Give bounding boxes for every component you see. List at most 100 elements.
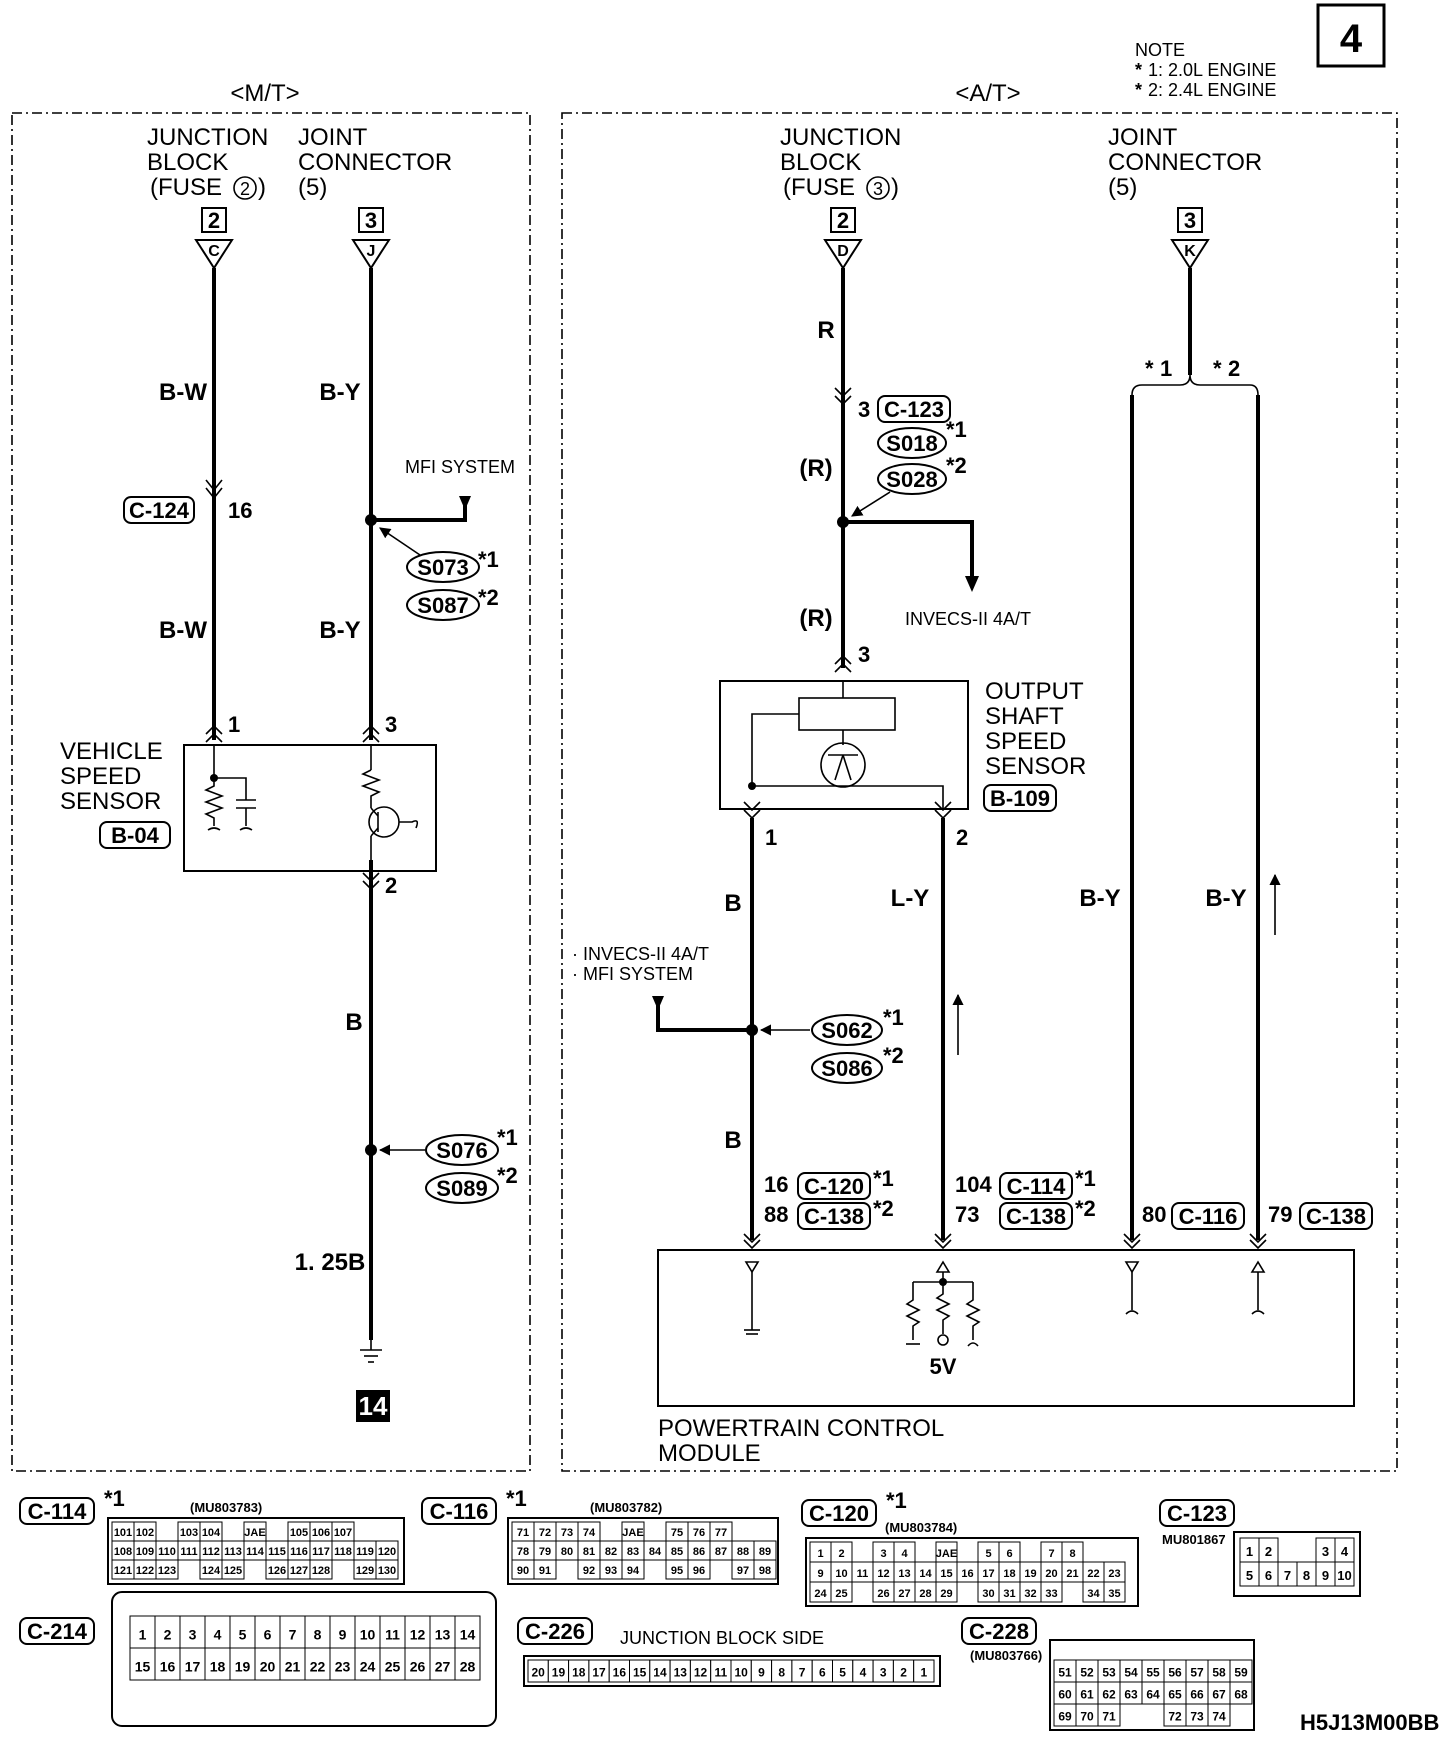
c228-pin: 67 (1212, 1687, 1226, 1701)
mt-wire-bw-label-1: B-W (159, 379, 207, 406)
c114-pin: 119 (356, 1546, 374, 1558)
c214-cell (279, 1647, 306, 1681)
c228-pin: 51 (1058, 1665, 1072, 1679)
at-oss-line3: SPEED (985, 728, 1066, 755)
mt-jc-line2: CONNECTOR (298, 149, 452, 176)
c226-pin: 8 (778, 1665, 785, 1679)
page-number-box (1316, 3, 1386, 68)
at-star-1-num: 1 (1160, 356, 1172, 381)
c214-pin: 3 (189, 1627, 197, 1643)
at-s018-pointer (851, 491, 891, 517)
section-mt-label: <M/T> (230, 80, 299, 107)
c116-pin: 87 (715, 1546, 727, 1558)
at-jb-line2: BLOCK (780, 149, 861, 176)
mt-ground-symbol (360, 1340, 382, 1363)
c116-star: *1 (506, 1486, 527, 1511)
at-c138c-label: C-138 (1306, 1204, 1366, 1229)
c116-pin: 71 (517, 1527, 529, 1539)
c214-pin: 21 (285, 1659, 301, 1675)
svg-text:2: 2 (208, 208, 220, 233)
mt-vss-internal-circuit (203, 745, 419, 871)
mt-b04-label: B-04 (111, 823, 159, 848)
mt-s073-oval (406, 551, 480, 583)
c214-cell (404, 1615, 431, 1649)
c214-pin: 24 (360, 1659, 376, 1675)
at-pcm-chev-3 (1123, 1233, 1141, 1250)
c120-pin: 12 (877, 1568, 889, 1580)
c116-pin: 91 (539, 1565, 551, 1577)
at-invecs-branch (843, 520, 974, 576)
c214-cell (129, 1647, 156, 1681)
mt-jb-line2: BLOCK (147, 149, 228, 176)
at-jc-line2: CONNECTOR (1108, 149, 1262, 176)
at-pcm-pin80: 80 (1142, 1202, 1166, 1227)
c120-pin: 3 (880, 1548, 886, 1560)
c228-label-box (961, 1617, 1037, 1645)
c114-pin: 101 (114, 1527, 132, 1539)
c214-pin: 10 (360, 1627, 376, 1643)
at-branch-arrow (652, 996, 664, 1010)
c228-cell (1097, 1703, 1121, 1727)
c116-pin: 74 (583, 1527, 596, 1539)
c123-pin: 3 (1322, 1544, 1329, 1559)
at-star-2: * (1213, 356, 1222, 381)
c228-pin: 63 (1124, 1687, 1138, 1701)
c114-label-box (19, 1497, 95, 1525)
at-wire-r-paren-1: (R) (799, 455, 832, 482)
c114-cell (375, 1559, 399, 1580)
at-s062-star: *1 (883, 1005, 904, 1030)
c226-pin: 5 (839, 1665, 846, 1679)
at-oss-pin3: 3 (858, 642, 870, 667)
at-pcm-pin16: 16 (764, 1172, 788, 1197)
at-s018-star: *1 (946, 417, 967, 442)
c120-pin: 6 (1006, 1548, 1012, 1560)
c120-pin: 17 (982, 1568, 994, 1580)
mt-vss-pin3: 3 (385, 712, 397, 737)
svg-text:3: 3 (1184, 208, 1196, 233)
c120-pin: 22 (1087, 1568, 1099, 1580)
mt-ground-box (356, 1390, 390, 1422)
at-c123-label: C-123 (884, 397, 944, 422)
c123-cell (1334, 1561, 1355, 1587)
at-pcm-chev-1 (743, 1233, 761, 1250)
at-pcm-box (657, 1249, 1355, 1407)
c228-pin: 57 (1190, 1665, 1204, 1679)
c214-pin: 17 (185, 1659, 201, 1675)
c214-cell (204, 1647, 231, 1681)
c120-cell (1040, 1581, 1063, 1603)
at-fuse-paren: ) (891, 174, 899, 201)
c214-housing (111, 1591, 497, 1727)
at-c116-label: C-116 (1179, 1204, 1238, 1229)
c226-pin: 15 (633, 1665, 647, 1679)
c120-pin: 20 (1045, 1568, 1057, 1580)
c123-pin: 2 (1265, 1544, 1272, 1559)
c120-cell (1103, 1581, 1126, 1603)
c214-pin: 27 (435, 1659, 451, 1675)
c226-pin: 6 (819, 1665, 826, 1679)
c214-pin: 20 (260, 1659, 276, 1675)
c226-pin: 19 (552, 1665, 566, 1679)
c228-pin: 68 (1234, 1687, 1248, 1701)
c114-cell (221, 1559, 245, 1580)
note-star-2: * (1135, 80, 1142, 100)
at-oss-pin1: 1 (765, 825, 777, 850)
c116-pin: 90 (517, 1565, 529, 1577)
c228-pin: 70 (1080, 1709, 1094, 1723)
mt-splice-dot-2 (365, 1144, 377, 1156)
c214-pin: 2 (164, 1627, 172, 1643)
c120-pin: 32 (1024, 1588, 1036, 1600)
at-oss-line1: OUTPUT (985, 678, 1084, 705)
c120-pin: 2 (838, 1548, 844, 1560)
at-wire-r-paren-2: (R) (799, 605, 832, 632)
c226-pin: 18 (572, 1665, 586, 1679)
at-s086-oval (811, 1052, 883, 1084)
c116-pin: 82 (605, 1546, 617, 1558)
at-c123-box (877, 395, 951, 423)
c116-cell (687, 1559, 711, 1580)
c114-pin: 121 (114, 1565, 132, 1577)
mt-vss-pin2-chevrons (362, 872, 380, 891)
at-pcm-pin88: 88 (764, 1202, 788, 1227)
c120-cell (935, 1581, 958, 1603)
c226-housing (523, 1655, 941, 1687)
c116-pin: 86 (693, 1546, 705, 1558)
